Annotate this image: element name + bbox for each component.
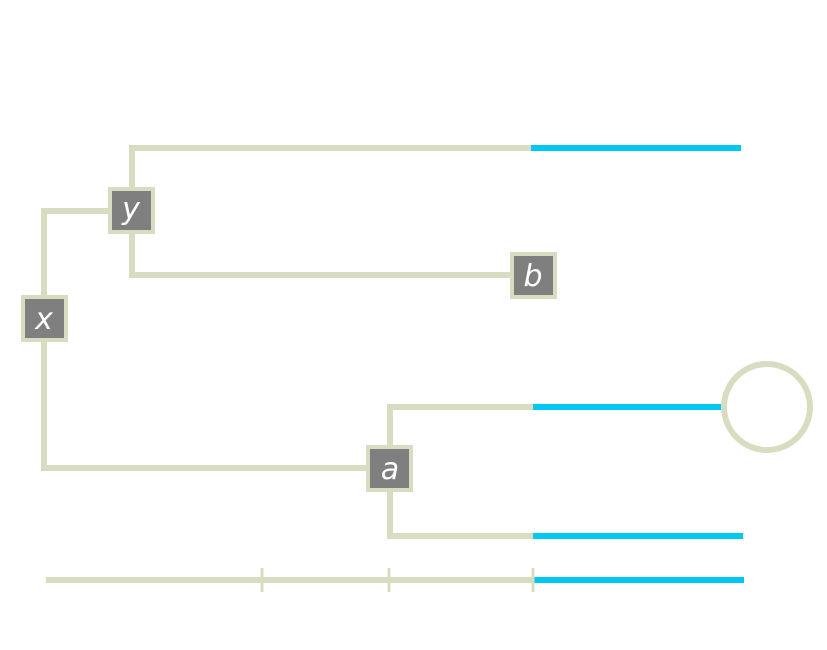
node-x-label: x bbox=[34, 302, 53, 337]
branch-root-to-y bbox=[41, 208, 130, 318]
node-b: b bbox=[510, 252, 557, 299]
branch-y-top-stem bbox=[129, 145, 532, 211]
branch-root-to-a bbox=[41, 318, 388, 471]
node-a: a bbox=[366, 445, 413, 492]
node-y-label: y bbox=[121, 192, 141, 227]
leaf-circle bbox=[721, 361, 813, 453]
node-x: x bbox=[21, 295, 68, 342]
node-y: y bbox=[108, 187, 155, 234]
branch-y-to-b bbox=[129, 211, 512, 278]
node-b-label: b bbox=[523, 259, 542, 294]
node-a-label: a bbox=[381, 452, 399, 487]
